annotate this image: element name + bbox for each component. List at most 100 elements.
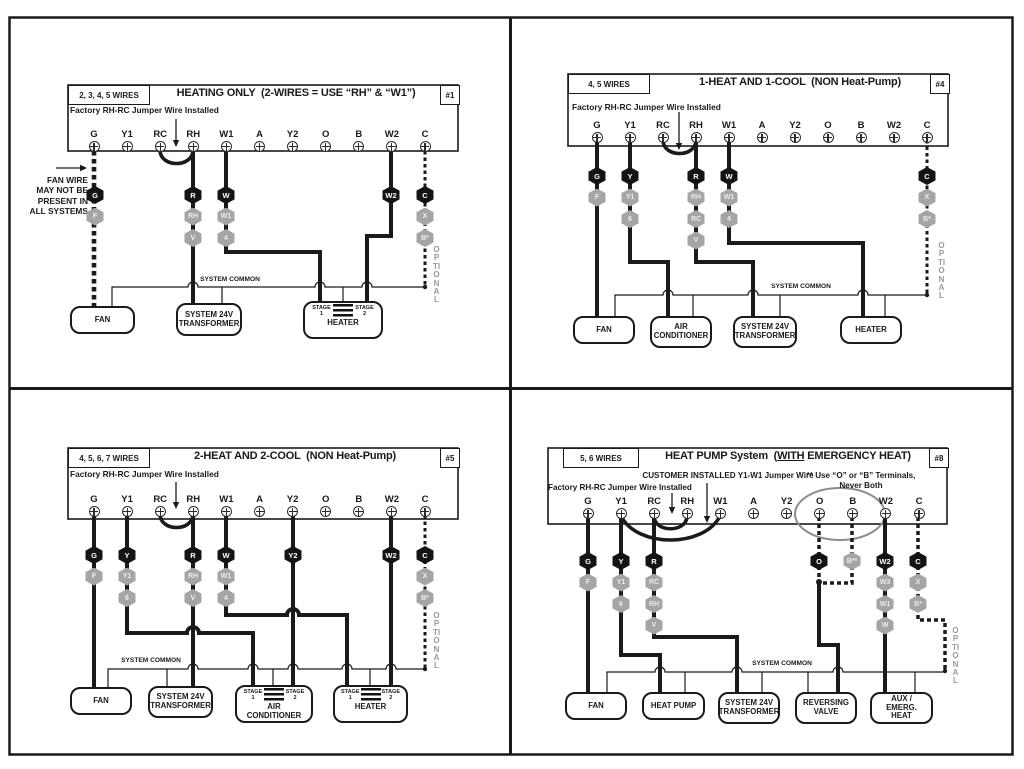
- wire-tag-W: W: [720, 167, 738, 185]
- wire-tag-B**: B**: [843, 552, 861, 570]
- d4-c-common-junction-dot: [924, 292, 930, 298]
- wire-tag-G: G: [588, 167, 606, 185]
- wire-tag-RH: RH: [184, 567, 202, 586]
- d8-heat-pump-box: HEAT PUMP: [642, 692, 705, 720]
- d5-optional-label: OPTIONAL: [432, 611, 441, 671]
- terminal-G: G: [584, 120, 610, 143]
- terminal-screw-icon: [320, 506, 332, 517]
- terminal-screw-icon: [582, 508, 594, 519]
- d8-aux-emerg-heat-label: AUX / EMERG. HEAT: [886, 693, 917, 721]
- d1-wire-tags-w2: W2: [382, 186, 400, 204]
- terminal-screw-icon: [781, 508, 793, 519]
- wire-tag-G: G: [85, 546, 103, 564]
- terminal-screw-icon: [880, 508, 892, 519]
- d1-fan-wire-note: FAN WIRE MAY NOT BE PRESENT IN ALL SYSTE…: [14, 175, 88, 217]
- wire-tag-G: G: [579, 552, 597, 570]
- d1-fan-note-arrowhead: [80, 164, 87, 172]
- wire-tag-Y1: Y1: [621, 188, 639, 207]
- d5-number: #5: [445, 453, 455, 463]
- d4-factory-jumper-note: Factory RH-RC Jumper Wire Installed: [572, 102, 721, 112]
- terminal-A: A: [741, 496, 767, 519]
- terminal-W1: W1: [716, 120, 742, 143]
- d4-system-common-label: SYSTEM COMMON: [771, 283, 831, 290]
- terminal-C: C: [906, 496, 932, 519]
- d5-wires-count-label: 4, 5, 6, 7 WIRES: [79, 453, 139, 463]
- terminal-label-RC: RC: [153, 129, 168, 140]
- d8-reversing-valve-box: REVERSING VALVE: [795, 692, 857, 724]
- d4-wires-count-label: 4, 5 WIRES: [588, 79, 630, 89]
- d8-aux-emerg-heat-box: AUX / EMERG. HEAT: [870, 692, 933, 724]
- terminal-screw-icon: [287, 506, 299, 517]
- wire-tag-6: 6: [621, 210, 639, 228]
- d8-rc-transformer-wire: [652, 517, 739, 694]
- d8-b-wire-dashed: [819, 517, 854, 585]
- terminal-A: A: [247, 494, 273, 517]
- d4-common-drops: [692, 295, 886, 316]
- d1-heater-label: HEATER: [327, 317, 359, 327]
- wire-tag-C: C: [416, 546, 434, 564]
- d8-number: #8: [934, 453, 944, 463]
- wire-tag-Y: Y: [612, 552, 630, 570]
- d5-wires-count-box: 4, 5, 6, 7 WIRES: [68, 448, 150, 468]
- terminal-RH: RH: [683, 120, 709, 143]
- wire-tag-W: W: [217, 186, 235, 204]
- d5-heater-stage1-label: STAGE 1: [340, 689, 360, 702]
- terminal-label-G: G: [584, 496, 592, 507]
- d5-factory-arrowhead: [172, 502, 180, 509]
- wire-tag-C: C: [416, 186, 434, 204]
- wire-tag-W2: W2: [382, 186, 400, 204]
- d8-o-b-note-line2: Never Both: [839, 481, 883, 490]
- terminal-label-A: A: [758, 120, 766, 131]
- terminal-O: O: [313, 494, 339, 517]
- d8-o-b-junction-dot: [816, 579, 822, 585]
- d4-number: #4: [935, 79, 945, 89]
- terminal-screw-icon: [591, 132, 603, 143]
- terminal-label-G: G: [90, 129, 98, 140]
- terminal-screw-icon: [121, 506, 133, 517]
- terminal-W2: W2: [379, 129, 405, 152]
- terminal-screw-icon: [386, 141, 398, 152]
- terminal-screw-icon: [287, 141, 299, 152]
- d5-heater-element-icon: [360, 688, 381, 701]
- d8-wires-count-label: 5, 6 WIRES: [580, 453, 622, 463]
- d4-transformer-box: SYSTEM 24V TRANSFORMER: [733, 316, 797, 348]
- d8-factory-arrowhead: [668, 507, 676, 514]
- terminal-O: O: [313, 129, 339, 152]
- wire-tag-Y: Y: [118, 546, 136, 564]
- d1-transformer-box: SYSTEM 24V TRANSFORMER: [176, 303, 242, 336]
- d5-system-common-label: SYSTEM COMMON: [121, 657, 181, 664]
- terminal-Y2: Y2: [280, 494, 306, 517]
- terminal-label-W2: W2: [886, 120, 902, 131]
- d8-reversing-valve-label: REVERSING VALVE: [803, 698, 849, 716]
- d8-customer-jumper-note: CUSTOMER INSTALLED Y1-W1 Jumper Wire: [642, 471, 814, 480]
- terminal-label-O: O: [815, 496, 824, 507]
- terminal-W1: W1: [707, 496, 733, 519]
- d1-wires-count-box: 2, 3, 4, 5 WIRES: [68, 85, 150, 105]
- wire-tag-B*: B*: [416, 229, 434, 247]
- wire-tag-R: R: [687, 167, 705, 185]
- wire-tag-V: V: [184, 229, 202, 247]
- terminal-screw-icon: [888, 132, 900, 143]
- d5-system-common-wire: [107, 663, 425, 689]
- terminal-Y1: Y1: [114, 129, 140, 152]
- wire-tag-Y1: Y1: [612, 573, 630, 592]
- terminal-screw-icon: [88, 141, 100, 152]
- terminal-label-Y2: Y2: [286, 129, 299, 140]
- d5-fan-label: FAN: [93, 695, 109, 705]
- d1-fan-note-line2: MAY NOT BE: [36, 185, 88, 196]
- d5-air-conditioner-label: AIR CONDITIONER: [246, 701, 302, 720]
- d1-factory-arrowhead: [172, 140, 180, 147]
- d8-wire-tags-o: O: [810, 552, 828, 570]
- terminal-label-C: C: [421, 129, 429, 140]
- d8-system-common-label: SYSTEM COMMON: [752, 660, 812, 667]
- d4-fan-label: FAN: [596, 324, 612, 334]
- terminal-B: B: [848, 120, 874, 143]
- wire-tag-Y2: Y2: [284, 546, 302, 564]
- d1-rc-rh-jumper-wire: [158, 149, 195, 166]
